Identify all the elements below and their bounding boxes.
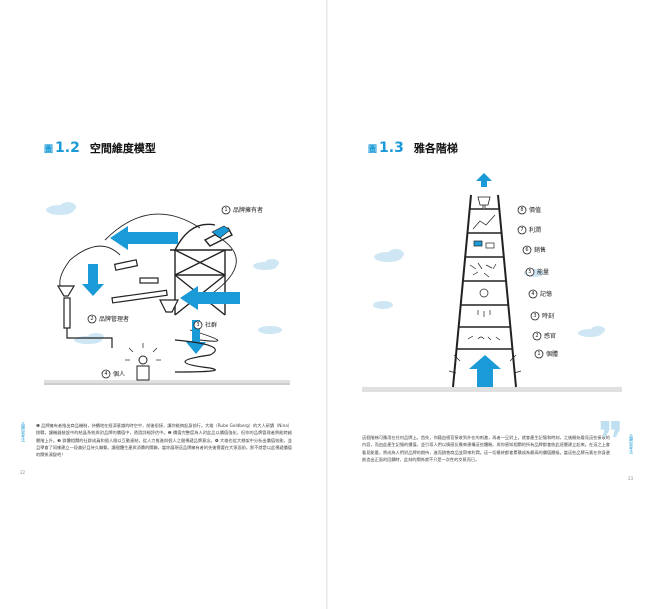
ladder-rails [452,194,517,388]
label-brand-manager: 2 品牌管理者 [87,314,129,324]
page-number: 22 [20,470,26,475]
svg-text:4: 4 [104,371,107,377]
big-up-arrow-icon [469,355,501,387]
money-icon [485,242,495,249]
figure-title-1-2: 圖 1.2 空間維度模型 [44,140,156,156]
svg-text:2: 2 [90,316,93,322]
svg-text:3: 3 [533,313,536,319]
svg-text:感官: 感官 [544,332,556,340]
cloud-icon [46,202,282,344]
figure-label: 圖 [44,145,54,155]
energy-icon [469,262,497,278]
left-page: 圖 1.2 空間維度模型 [0,0,327,609]
svg-text:5: 5 [528,269,531,275]
figure-caption: ❶ 品牌擁有者推出商品機制，持續地在經濟意識的時空中，前後銜接，讓你能夠起身前行… [36,423,292,458]
cloud-icon [373,249,605,337]
svg-text:個體: 個體 [546,350,558,358]
svg-text:銷售: 銷售 [534,246,546,254]
svg-text:1: 1 [224,207,227,213]
exclaim-icon [477,310,491,317]
label-sales: 6 銷售 [522,245,546,255]
svg-text:利潤: 利潤 [529,226,541,234]
figure-number: 1.3 [379,140,404,156]
figure-name: 雅各階梯 [413,142,458,155]
label-individual: 4 個人 [101,369,125,379]
bulb-icon [479,288,489,298]
svg-text:記憶: 記憶 [540,290,552,298]
svg-text:2: 2 [535,333,538,339]
spatial-dimension-diagram: 1 品牌擁有者 2 品牌管理者 3 社群 4 個人 [44,202,290,385]
label-value: 8 價值 [517,205,541,215]
jacobs-ladder-diagram: 8 價值 7 利潤 6 銷售 5 能量 4 記憶 3 時刻 [362,173,622,392]
svg-text:1: 1 [537,351,540,357]
quote-mark-icon: ❞ [598,412,624,468]
trophy-icon [477,196,491,210]
svg-text:個人: 個人 [113,370,125,378]
label-individual: 1 個體 [534,349,558,359]
svg-text:品牌擁有者: 品牌擁有者 [233,206,263,214]
label-moment: 3 時刻 [530,311,554,321]
up-arrow-icon [476,173,492,187]
person-icon [125,343,161,381]
label-memory: 4 記憶 [528,289,552,299]
svg-text:社群: 社群 [205,321,217,329]
svg-text:品牌管理者: 品牌管理者 [99,315,129,323]
svg-text:6: 6 [525,247,528,253]
svg-text:8: 8 [520,207,523,213]
figure-caption: 這個階梯可應用在任何品牌上。首先，你藉由感官接收到外在的刺激，再者一旦對上，就會… [362,435,610,462]
svg-text:時刻: 時刻 [542,312,554,320]
ladder-rungs [457,208,512,350]
ground [362,387,622,392]
figure-label: 圖 [368,145,378,155]
blue-arrows [82,226,240,354]
label-senses: 2 感官 [532,331,556,341]
ground [44,380,290,385]
svg-text:4: 4 [531,291,534,297]
svg-text:能量: 能量 [537,268,549,276]
rung-icons [467,214,501,341]
figure-number: 1.2 [55,140,80,156]
svg-text:7: 7 [520,227,523,233]
label-energy: 5 能量 [525,267,549,277]
svg-text:3: 3 [196,322,199,328]
label-profit: 7 利潤 [517,225,541,235]
burst-lines [448,354,522,374]
machine-parts [56,259,216,373]
side-title: 品牌思考法 [21,422,26,442]
chart-icon [472,214,496,230]
label-community: 3 社群 [193,320,217,330]
senses-icon [467,335,501,341]
right-page: 圖 1.3 雅各階梯 [328,0,655,609]
label-brand-owner: 1 品牌擁有者 [221,205,263,215]
figure-title-1-3: 圖 1.3 雅各階梯 [368,140,458,156]
svg-text:價值: 價值 [529,206,541,214]
side-title: 品牌思考法 [629,434,634,454]
book-gutter [326,0,328,609]
figure-name: 空間維度模型 [89,142,156,155]
money-icon [473,240,483,247]
page-number: 23 [628,476,634,481]
